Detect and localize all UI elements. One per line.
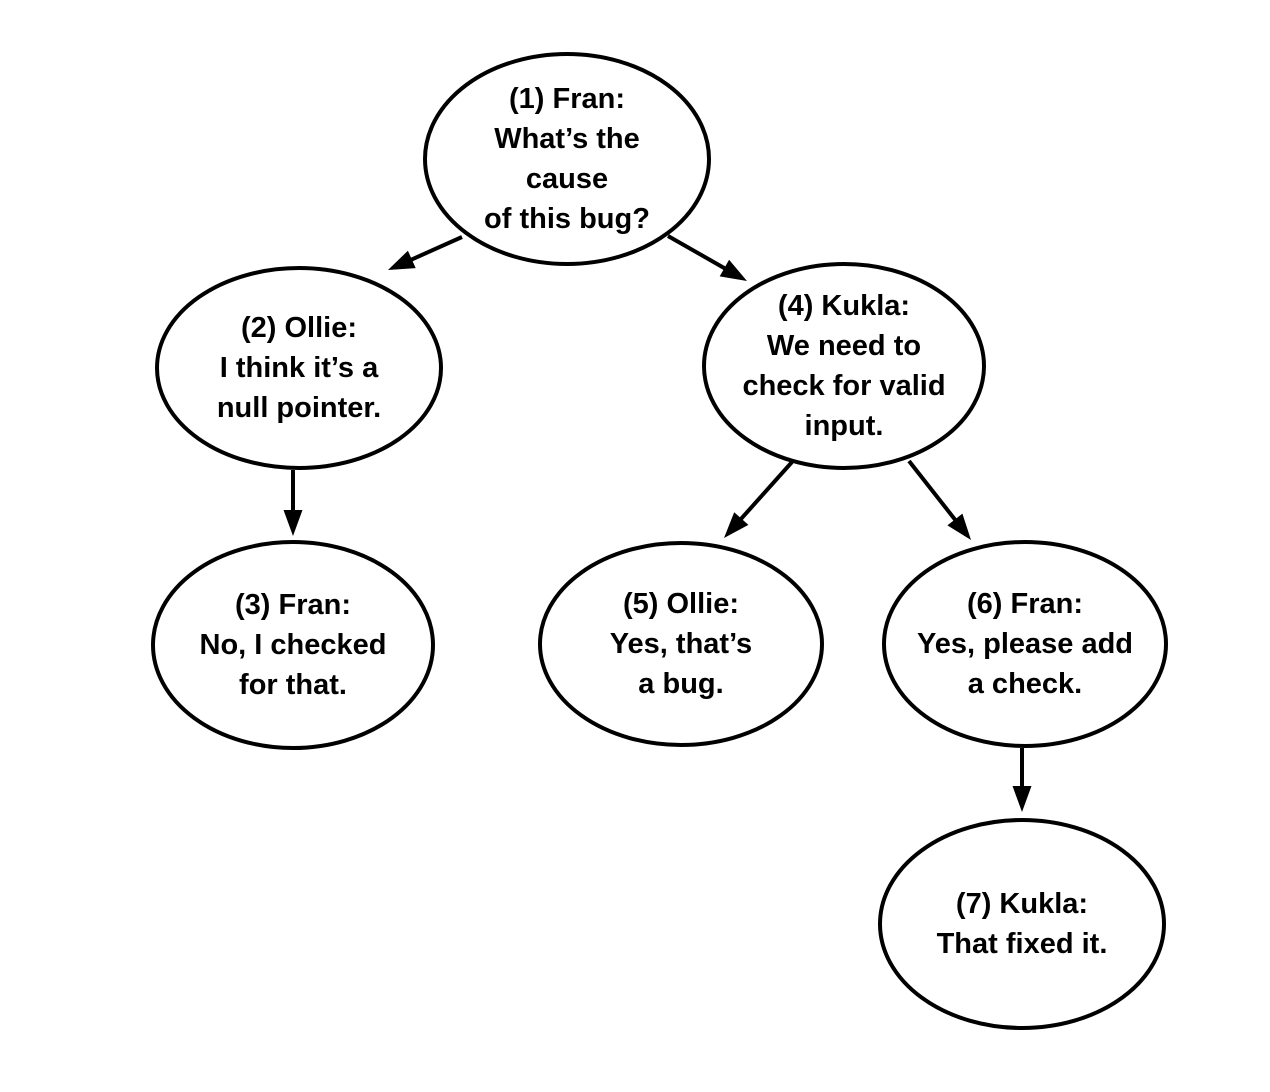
node-1-ellipse bbox=[423, 52, 711, 266]
edge-1-2-arrow bbox=[388, 235, 463, 270]
edge-6-7-arrow bbox=[1012, 748, 1032, 812]
node-7-ellipse bbox=[878, 818, 1166, 1030]
edge-4-6-arrow bbox=[907, 459, 971, 540]
edge-4-5-arrow bbox=[724, 460, 794, 538]
node-2-ellipse bbox=[155, 266, 443, 470]
node-3-ellipse bbox=[151, 540, 435, 750]
node-5-ellipse bbox=[538, 541, 824, 747]
edge-1-4-arrow bbox=[667, 234, 747, 281]
node-6-ellipse bbox=[882, 540, 1168, 748]
node-4-ellipse bbox=[702, 262, 986, 470]
edge-2-3-arrow bbox=[283, 470, 303, 536]
